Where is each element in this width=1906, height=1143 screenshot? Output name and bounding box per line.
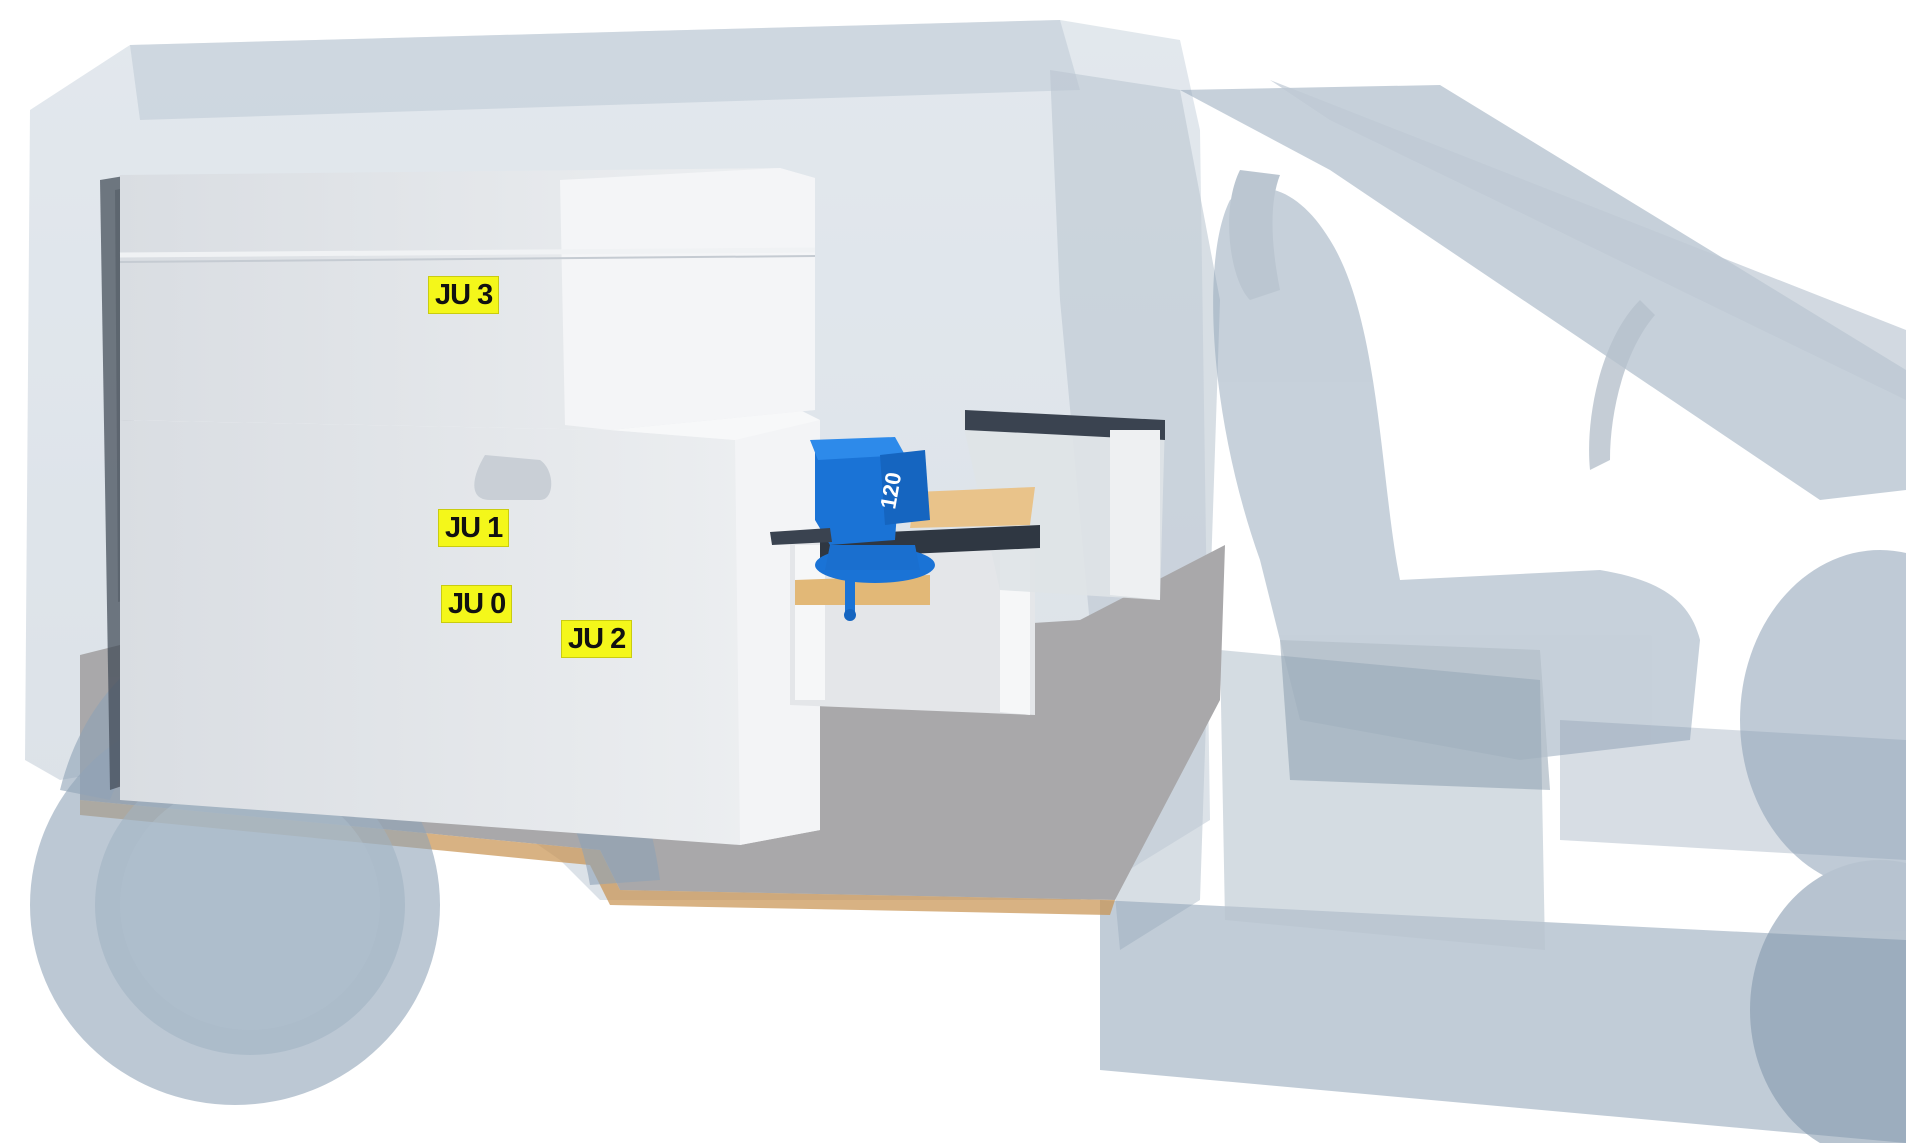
front-wheel bbox=[1740, 550, 1906, 1143]
hood-and-windshield bbox=[1180, 80, 1906, 500]
label-ju0: JU 0 bbox=[441, 585, 513, 623]
door-sill bbox=[1100, 650, 1906, 1143]
label-ju2: JU 2 bbox=[561, 620, 633, 658]
wood-worktop bbox=[795, 487, 1035, 605]
lower-cabinet bbox=[120, 405, 820, 845]
driver-seat bbox=[1213, 170, 1700, 790]
label-ju3: JU 3 bbox=[428, 276, 500, 314]
label-ju1: JU 1 bbox=[438, 509, 510, 547]
bench-vise bbox=[770, 437, 935, 621]
